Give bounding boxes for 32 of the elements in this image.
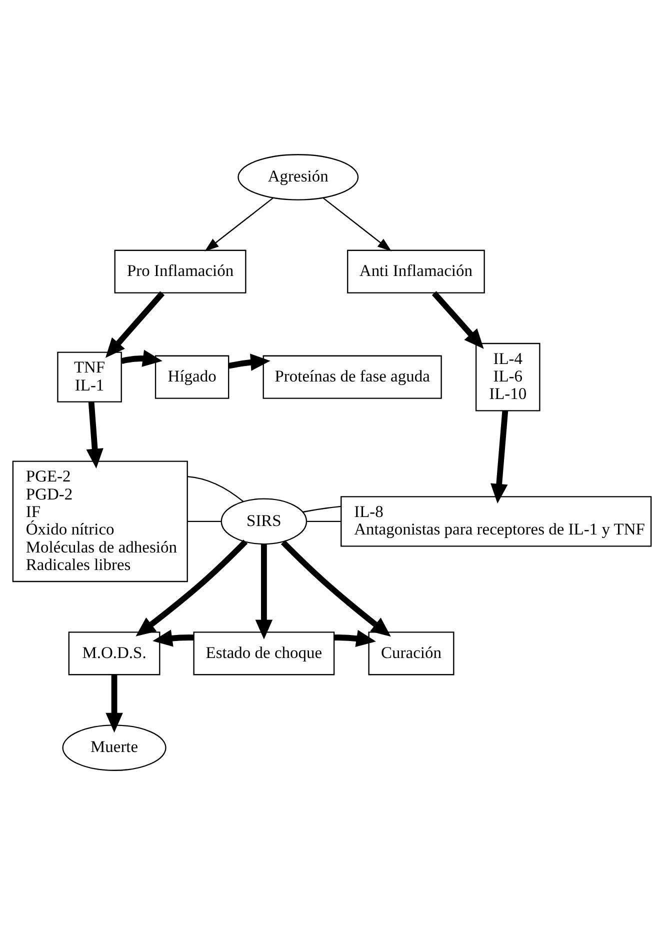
connector [302,506,342,513]
node-box: PGE-2 PGD-2 IF Óxido nítrico Moléculas de adhesión Radicales libres [12,460,188,582]
node-ellipse: Muerte [62,724,166,771]
arrow [120,350,162,367]
node-box: IL-4 IL-6 IL-10 [475,342,540,412]
arrow [255,544,273,640]
arrow [106,675,123,733]
node-box: Curación [368,632,454,676]
node-box: Anti Inflamación [347,250,485,294]
arrow [228,354,270,371]
arrow [322,197,392,252]
node-ellipse: SIRS [220,498,308,545]
node-ellipse: Agresión [238,154,359,200]
node-box: Proteínas de fase aguda [262,355,442,399]
arrow [86,402,104,468]
node-box: Hígado [154,355,230,399]
connector [187,476,244,502]
arrow [136,540,248,636]
arrow [280,540,391,637]
node-box: IL-8 Antagonistas para receptores de IL-1 y TNF [340,496,652,547]
node-box: TNF IL-1 [57,352,122,402]
node-box: Estado de choque [193,632,335,676]
connector [188,520,222,522]
arrow [204,197,274,252]
arrow [152,630,194,647]
arrow [490,410,508,504]
node-box: M.O.D.S. [68,632,160,676]
connector [306,520,341,522]
arrow [432,291,484,349]
arrow [334,630,376,647]
node-box: Pro Inflamación [114,250,246,294]
arrow [105,291,165,358]
